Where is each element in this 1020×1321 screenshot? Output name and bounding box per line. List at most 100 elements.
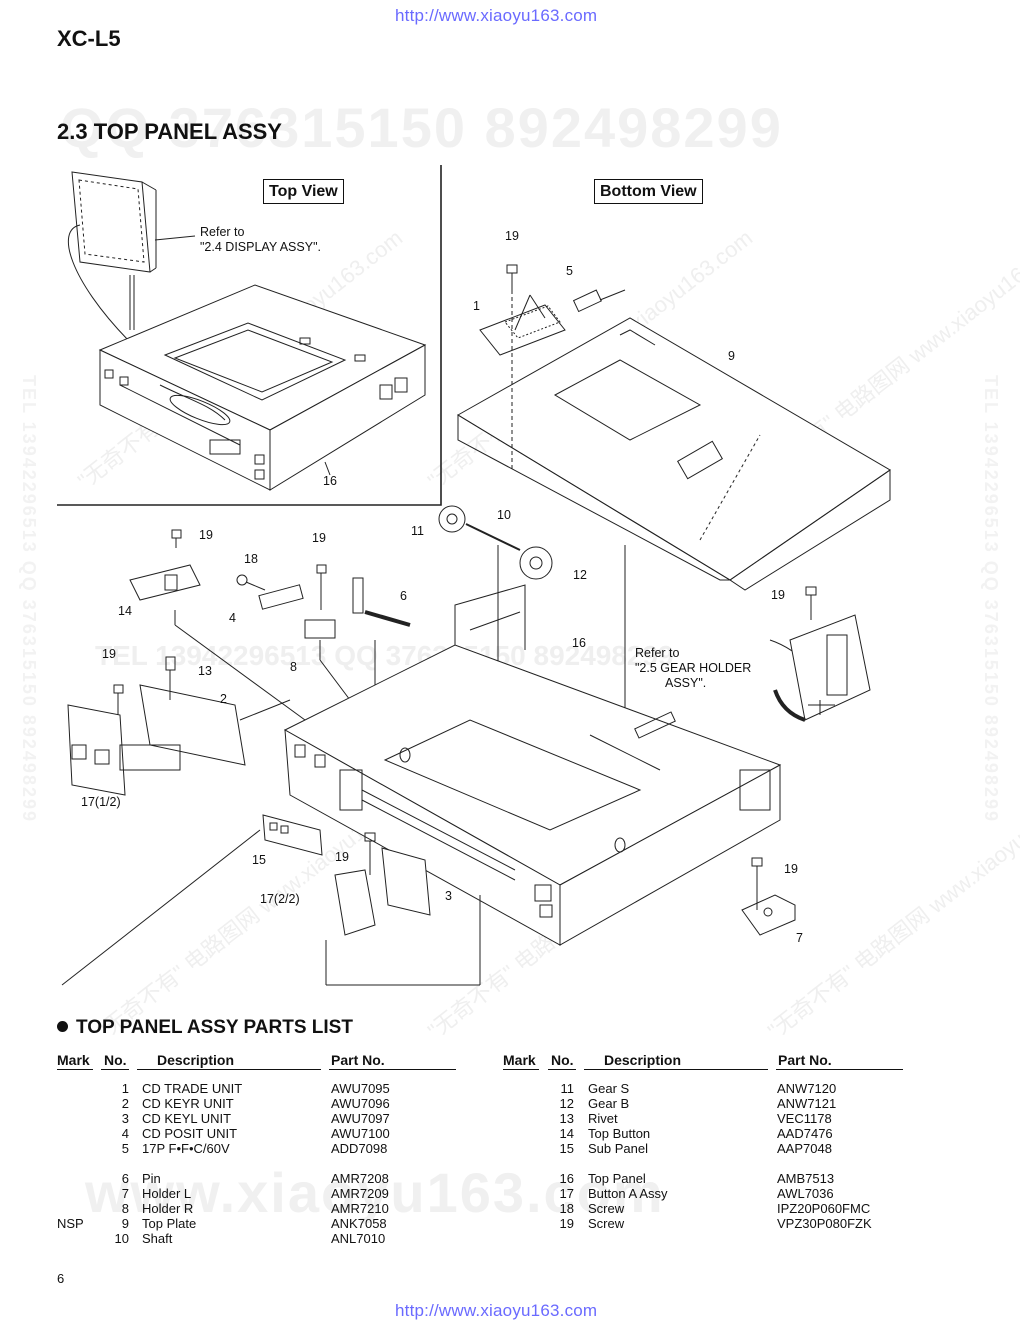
callout-18: 18 bbox=[244, 552, 258, 566]
cell-part-no: AWU7096 bbox=[331, 1096, 390, 1111]
cell-no: 1 bbox=[121, 1081, 129, 1096]
front-parts-drawing bbox=[262, 734, 661, 986]
cell-part-no: ANK7058 bbox=[331, 1216, 387, 1231]
cell-part-no: AAP7048 bbox=[777, 1141, 832, 1156]
callout-19: 19 bbox=[102, 647, 116, 661]
cell-part-no: AMR7209 bbox=[331, 1186, 389, 1201]
cell-no: 7 bbox=[121, 1186, 129, 1201]
underline bbox=[584, 1069, 768, 1070]
cell-part-no: ADD7098 bbox=[331, 1141, 388, 1156]
callout-8: 8 bbox=[290, 660, 297, 674]
col-no-right: No. bbox=[551, 1052, 574, 1068]
callout-17-1-2: 17(1/2) bbox=[81, 795, 121, 809]
cell-description: CD TRADE UNIT bbox=[142, 1081, 243, 1096]
bottom-view-drawing bbox=[457, 264, 891, 765]
cell-no: 13 bbox=[559, 1111, 574, 1126]
table-row: 11 Gear S ANW7120 bbox=[503, 1081, 923, 1096]
cell-no: 16 bbox=[559, 1171, 574, 1186]
watermark-side-left: TEL 13942296513 QQ 376315150 892498299 bbox=[19, 375, 39, 823]
cell-no: 6 bbox=[121, 1171, 129, 1186]
cell-no: 11 bbox=[560, 1081, 575, 1096]
callout-19: 19 bbox=[771, 588, 785, 602]
callout-3: 3 bbox=[445, 889, 452, 903]
callout-4: 4 bbox=[229, 611, 236, 625]
note-display-assy: Refer to "2.4 DISPLAY ASSY". bbox=[200, 225, 321, 255]
footer-url[interactable]: http://www.xiaoyu163.com bbox=[395, 1301, 598, 1320]
cell-no: 18 bbox=[559, 1201, 574, 1216]
cell-part-no: AMB7513 bbox=[777, 1171, 835, 1186]
cell-description: Button A Assy bbox=[588, 1186, 668, 1201]
model-name: XC-L5 bbox=[57, 26, 121, 51]
callout-12: 12 bbox=[573, 568, 587, 582]
cell-description: Gear S bbox=[588, 1081, 630, 1096]
cell-part-no: AAD7476 bbox=[777, 1126, 833, 1141]
top-panel-chassis-drawing bbox=[283, 584, 782, 946]
table-row: 5 17P F•F•C/60V ADD7098 bbox=[57, 1141, 457, 1156]
cell-description: Shaft bbox=[142, 1231, 173, 1246]
underline bbox=[548, 1069, 576, 1070]
callout-19: 19 bbox=[199, 528, 213, 542]
top-view-label: Top View bbox=[263, 179, 344, 204]
cell-part-no: AWU7095 bbox=[331, 1081, 390, 1096]
callout-14: 14 bbox=[118, 604, 132, 618]
cell-description: Top Plate bbox=[142, 1216, 197, 1231]
col-description-right: Description bbox=[604, 1052, 682, 1068]
section-title: 2.3 TOP PANEL ASSY bbox=[57, 119, 282, 144]
header-url[interactable]: http://www.xiaoyu163.com bbox=[395, 6, 598, 25]
note-gear-line-2: "2.5 GEAR HOLDER bbox=[635, 661, 752, 675]
cell-no: 3 bbox=[121, 1111, 129, 1126]
callout-16-bottom: 16 bbox=[572, 636, 586, 650]
cell-no: 5 bbox=[121, 1141, 129, 1156]
cell-description: Pin bbox=[142, 1171, 161, 1186]
cell-description: Holder L bbox=[142, 1186, 192, 1201]
callout-7: 7 bbox=[796, 931, 803, 945]
col-description-left: Description bbox=[157, 1052, 235, 1068]
cell-part-no: AWU7097 bbox=[331, 1111, 390, 1126]
note-gear-holder-assy: Refer to "2.5 GEAR HOLDER ASSY". bbox=[635, 646, 751, 691]
cell-part-no: VEC1178 bbox=[777, 1111, 832, 1126]
callout-10: 10 bbox=[497, 508, 511, 522]
underline bbox=[57, 1069, 93, 1070]
cell-no: 19 bbox=[559, 1216, 574, 1231]
col-no-left: No. bbox=[104, 1052, 127, 1068]
underline bbox=[101, 1069, 129, 1070]
cell-description: 17P F•F•C/60V bbox=[142, 1141, 230, 1156]
note-display-line-1: Refer to bbox=[200, 225, 245, 239]
cd-trade-unit-drawing bbox=[479, 304, 566, 356]
cell-no: 12 bbox=[559, 1096, 574, 1111]
top-view-frame bbox=[57, 165, 442, 506]
cell-description: Sub Panel bbox=[588, 1141, 648, 1156]
callout-13: 13 bbox=[198, 664, 212, 678]
cell-part-no: ANW7120 bbox=[777, 1081, 837, 1096]
cell-part-no: IPZ20P060FMC bbox=[777, 1201, 871, 1216]
callout-19: 19 bbox=[312, 531, 326, 545]
cell-part-no: AMR7210 bbox=[331, 1201, 389, 1216]
top-view-chassis bbox=[98, 284, 427, 491]
col-mark-left: Mark bbox=[57, 1052, 90, 1068]
note-display-line-2: "2.4 DISPLAY ASSY". bbox=[200, 240, 321, 254]
table-row: 1 CD TRADE UNIT AWU7095 bbox=[57, 1081, 457, 1096]
cell-no: 8 bbox=[121, 1201, 129, 1216]
note-gear-line-3: ASSY". bbox=[665, 676, 707, 690]
callout-1: 1 bbox=[473, 299, 480, 313]
callout-6: 6 bbox=[400, 589, 407, 603]
cell-mark: NSP bbox=[57, 1216, 84, 1231]
cell-description: Screw bbox=[588, 1216, 625, 1231]
cell-no: 4 bbox=[121, 1126, 129, 1141]
callout-15: 15 bbox=[252, 853, 266, 867]
watermark-bottom: www.xiaoyu163.com bbox=[85, 1161, 665, 1224]
table-row: 7 Holder L AMR7209 bbox=[57, 1186, 457, 1201]
cell-no: 17 bbox=[559, 1186, 574, 1201]
underline bbox=[137, 1069, 321, 1070]
callout-19: 19 bbox=[505, 229, 519, 243]
